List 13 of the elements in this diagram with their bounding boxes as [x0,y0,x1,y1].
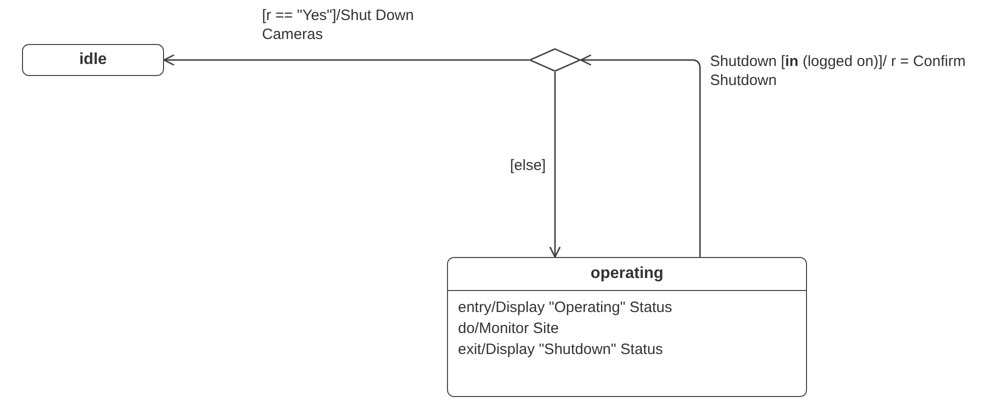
edge-label: [else] [510,156,546,176]
state-activity: entry/Display "Operating" Status [458,298,674,318]
state-box [22,44,164,76]
state-name: operating [590,264,664,284]
edge-label: Shutdown [in (logged on)]/ r = Confirm Shutdown [710,52,967,90]
state-name: idle [79,50,107,70]
state-box [447,257,807,397]
transition-arrow [163,54,529,66]
state-activity: do/Monitor Site [458,319,560,339]
transition-arrow [580,54,701,257]
transition-arrow [549,72,561,258]
state-activity: exit/Display "Shutdown" Status [458,340,664,360]
edge-label: [r == "Yes"]/Shut Down Cameras [262,6,415,44]
